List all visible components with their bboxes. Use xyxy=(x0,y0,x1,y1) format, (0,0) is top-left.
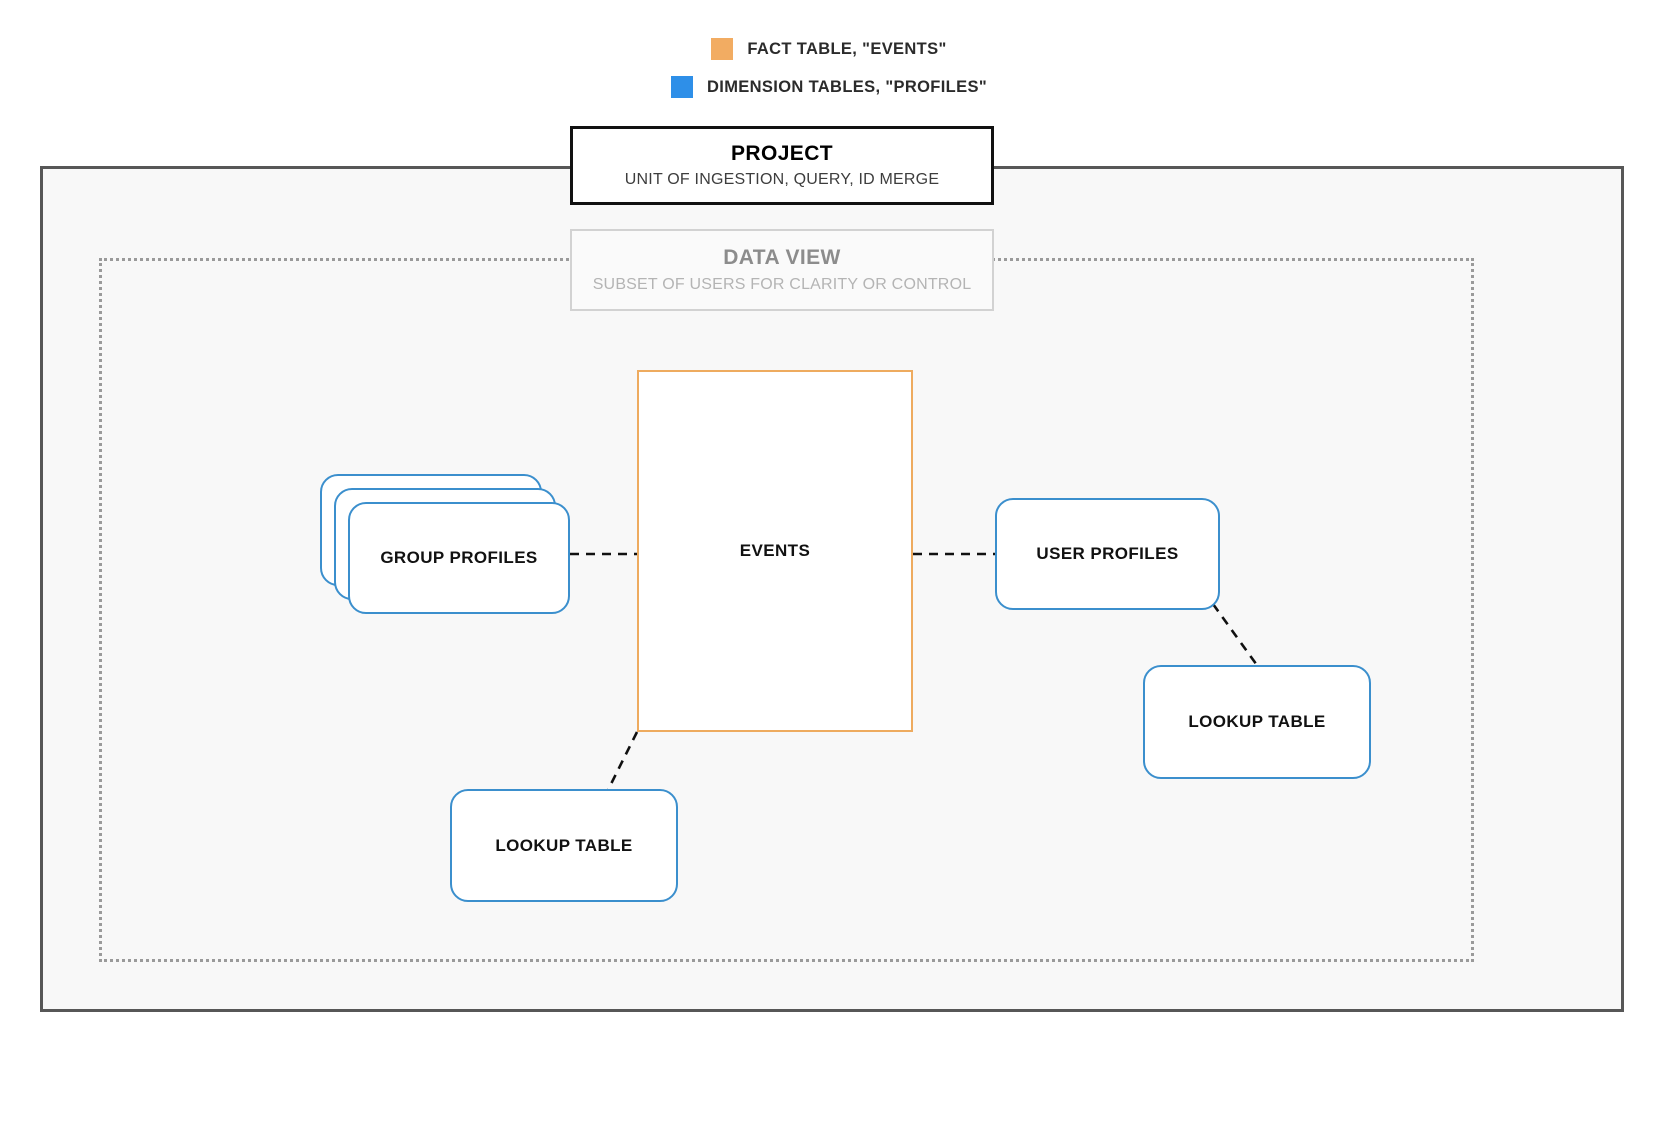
node-user-profiles[interactable]: USER PROFILES xyxy=(995,498,1220,610)
node-user-profiles-label: USER PROFILES xyxy=(1036,544,1179,563)
node-lookup-table-left-label: LOOKUP TABLE xyxy=(495,835,633,855)
node-group-profiles-label: GROUP PROFILES xyxy=(380,548,538,567)
project-subtitle: UNIT OF INGESTION, QUERY, ID MERGE xyxy=(624,171,940,188)
project-title: PROJECT xyxy=(731,142,833,165)
node-group-profiles[interactable]: GROUP PROFILES xyxy=(320,474,570,614)
node-lookup-table-left[interactable]: LOOKUP TABLE xyxy=(450,789,678,902)
project-header-box[interactable]: PROJECT UNIT OF INGESTION, QUERY, ID MER… xyxy=(570,126,994,205)
data-view-title: DATA VIEW xyxy=(723,246,841,269)
data-view-header-box[interactable]: DATA VIEW SUBSET OF USERS FOR CLARITY OR… xyxy=(570,229,994,311)
legend-label-fact-table: FACT TABLE, "EVENTS" xyxy=(747,39,947,58)
node-events-label: EVENTS xyxy=(739,541,811,560)
node-lookup-table-right-label: LOOKUP TABLE xyxy=(1188,712,1326,731)
node-events[interactable]: EVENTS xyxy=(637,370,913,732)
orange-square-swatch xyxy=(711,38,734,60)
legend-item-fact-table: FACT TABLE, "EVENTS" xyxy=(0,30,1664,68)
legend: FACT TABLE, "EVENTS" DIMENSION TABLES, "… xyxy=(0,30,1664,106)
node-lookup-table-right[interactable]: LOOKUP TABLE xyxy=(1143,665,1371,779)
group-profiles-card-front[interactable]: GROUP PROFILES xyxy=(348,502,570,614)
legend-label-dimension-tables: DIMENSION TABLES, "PROFILES" xyxy=(707,77,987,96)
data-view-subtitle: SUBSET OF USERS FOR CLARITY OR CONTROL xyxy=(592,276,972,293)
blue-square-swatch xyxy=(671,76,693,98)
legend-item-dimension-tables: DIMENSION TABLES, "PROFILES" xyxy=(0,68,1664,106)
